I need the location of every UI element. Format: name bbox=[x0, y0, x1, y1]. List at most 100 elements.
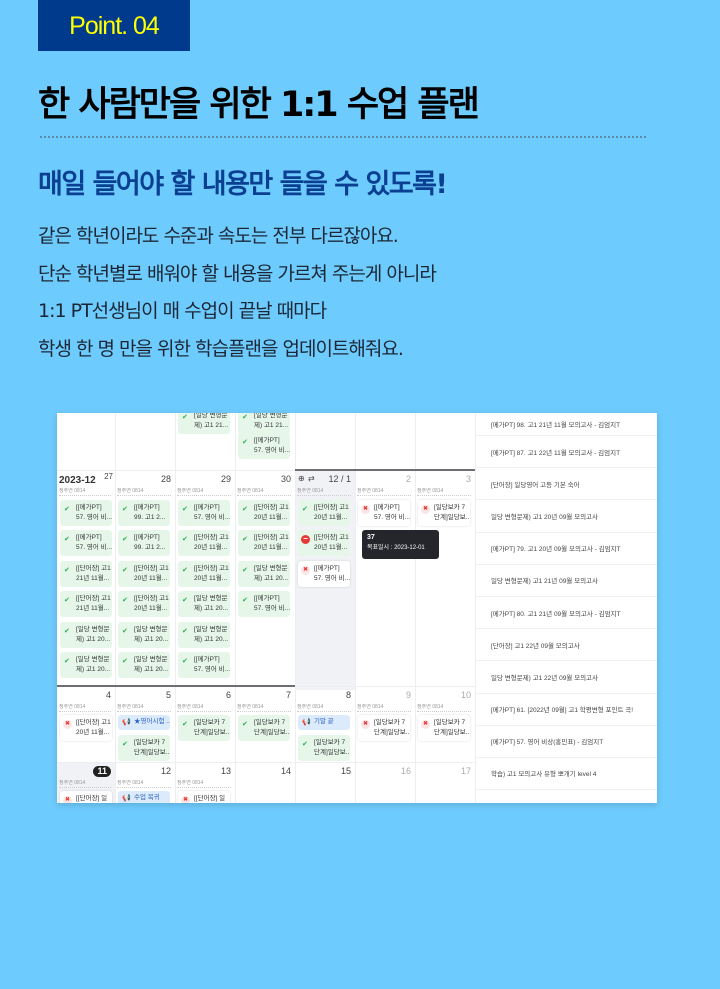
lesson-list-item[interactable]: [메가PT] 57. 영어 비상(홍민표) - 김엄지T bbox=[476, 726, 657, 758]
event-card[interactable]: ✔[[메가PT]57. 영어 비... bbox=[60, 530, 112, 557]
lesson-list-item[interactable]: [메가PT] 61. [2022년 09월] 고1 학평변형 포인트 곡! bbox=[476, 694, 657, 726]
event-card[interactable]: ✔[[메가PT]57. 영어 비... bbox=[178, 500, 230, 526]
event-card[interactable]: 📢기말 끝 bbox=[298, 715, 350, 730]
student-owner-label: 정주연 0814 bbox=[417, 704, 471, 712]
event-card[interactable]: 📢★영어시험 ... bbox=[118, 715, 170, 730]
lesson-list-item[interactable]: 일당 변형문제) 고1 22년 09월 모의고사 bbox=[476, 661, 657, 694]
event-subtitle: 20년 11월... bbox=[194, 544, 228, 552]
check-icon: ✔ bbox=[122, 536, 128, 544]
event-title: [[메가PT] bbox=[76, 504, 102, 511]
day-number: 28 bbox=[160, 474, 171, 484]
event-title: [[단어장] 고1 bbox=[254, 534, 289, 542]
lesson-list-item[interactable]: 학습) 고1 모의고사 유형 뽀개기 level 4 bbox=[476, 758, 657, 791]
student-owner-label: 정주연 0814 bbox=[357, 704, 411, 712]
lesson-list-item[interactable]: 일당 변형문제) 고1 21년 09월 모의고사 bbox=[476, 565, 657, 597]
lesson-list-item[interactable]: [메가PT] 87. 고1 22년 11월 모의고사 - 김엄지T bbox=[476, 436, 657, 469]
day-cell[interactable]: 14 bbox=[235, 762, 295, 803]
event-card[interactable]: ✔[[메가PT]57. 영어 비... bbox=[238, 433, 290, 459]
event-title: [일당 변형문 bbox=[254, 564, 288, 572]
day-number: 27 bbox=[104, 472, 113, 481]
day-number: 2 bbox=[405, 474, 411, 484]
add-icon[interactable]: ⊕ bbox=[298, 474, 305, 483]
event-card[interactable]: ✔[[메가PT]57. 영어 비... bbox=[60, 500, 112, 526]
lesson-list-item[interactable]: 학습) 고1 모의고사 유형 뽀개기 level 3 bbox=[476, 790, 657, 803]
lesson-list-item[interactable]: [메가PT] 98. 고1 21년 11월 모의고사 - 김엄지T bbox=[476, 413, 657, 436]
lesson-list-item[interactable]: 일당 변형문제) 고1 20년 09월 모의고사 bbox=[476, 500, 657, 533]
day-cell[interactable]: 17 bbox=[415, 762, 475, 803]
divider bbox=[40, 136, 646, 138]
day-cell[interactable]: 16 bbox=[355, 762, 415, 803]
event-card[interactable]: 📢수업 복귀 bbox=[118, 791, 170, 803]
row-divider bbox=[57, 470, 475, 471]
event-subtitle: 21년 11월... bbox=[76, 574, 110, 582]
event-card[interactable]: ✖[[메가PT]57. 영어 비... bbox=[298, 560, 350, 587]
event-card[interactable]: ✔[[메가PT]99. 고1 2... bbox=[118, 500, 170, 526]
check-icon: ✔ bbox=[242, 721, 248, 728]
column-divider bbox=[355, 413, 356, 803]
event-card[interactable]: ✔[[메가PT]57. 영어 비... bbox=[238, 591, 290, 618]
event-subtitle: 57. 영어 비... bbox=[76, 514, 112, 521]
event-card[interactable]: ✔[[메가PT]99. 고1 2... bbox=[118, 530, 170, 557]
lesson-list-item[interactable]: [메가PT] 79. 고1 20년 09월 모의고사 - 김엄지T bbox=[476, 533, 657, 565]
event-subtitle: 제) 고1 21... bbox=[194, 422, 228, 429]
check-icon: ✔ bbox=[242, 597, 248, 605]
lesson-list-item[interactable]: [메가PT] 80. 고1 21년 09월 모의고사 - 김엄지T bbox=[476, 597, 657, 630]
day-cell[interactable]: 15 bbox=[295, 762, 355, 803]
event-card[interactable]: ✖[[메가PT]57. 영어 비... bbox=[358, 500, 410, 526]
page-title: 한 사람만을 위한 1:1 수업 플랜 bbox=[38, 85, 480, 125]
event-subtitle: 제) 고1 20... bbox=[254, 574, 288, 582]
event-card[interactable]: ✔[[메가PT]57. 영어 비... bbox=[178, 652, 230, 678]
move-icon[interactable]: ⇄ bbox=[308, 474, 315, 483]
lesson-list-item[interactable]: [단어장] 일당영어 고등 기본 숙어 bbox=[476, 468, 657, 501]
lesson-list-item[interactable]: [단어장] 고1 22년 09월 모의고사 bbox=[476, 629, 657, 662]
event-card[interactable]: ✖[[단어장] 일 bbox=[178, 791, 230, 803]
student-owner-label: 정주연 0814 bbox=[297, 704, 351, 712]
tooltip-title: 37 bbox=[367, 534, 375, 541]
event-card[interactable]: ✖[[단어장] 일 bbox=[60, 791, 112, 803]
